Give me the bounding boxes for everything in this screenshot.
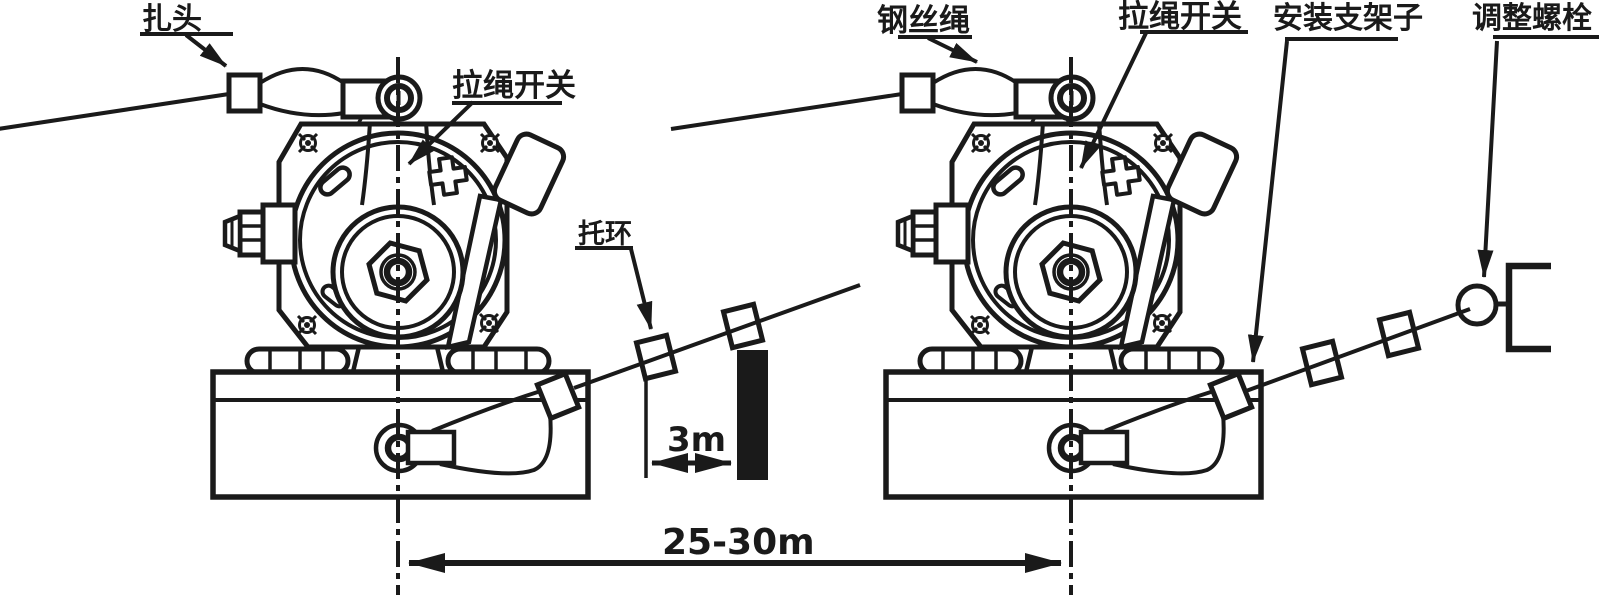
leader-clamp-head [140,32,233,66]
support-ring [1376,309,1422,359]
dimension-text-25-30m: 25-30m [662,522,815,563]
leader-adjusting-bolt [1484,35,1599,277]
label-pull-cord-switch-right: 拉绳开关 [1118,0,1242,35]
label-steel-wire-rope: 钢丝绳 [877,3,970,39]
leader-pull-cord-switch-left [409,100,562,164]
wire-rope-segment [1245,307,1471,393]
wall-post [737,350,768,480]
wire-rope-segment [573,283,861,390]
leader-lines [140,30,1599,362]
pull-cord-switch-left-drawing [0,57,588,595]
right-rope-and-adjusting-bolt [1245,262,1551,393]
support-ring [1299,338,1345,388]
left-rope-and-support-rings [573,283,861,480]
support-ring [720,301,766,351]
adjusting-bolt-ring [1455,283,1499,327]
label-clamp-head: 扎头 [142,2,202,37]
label-pull-cord-switch-left: 拉绳开关 [452,68,576,104]
leader-steel-wire-rope [898,37,977,62]
dimension-text-3m: 3m [667,420,726,460]
label-mounting-bracket: 安装支架子 [1273,1,1423,36]
leader-mounting-bracket [1253,37,1398,362]
label-adjusting-bolt: 调整螺栓 [1472,1,1592,36]
leader-support-ring [575,246,651,329]
label-support-ring: 托环 [578,219,632,250]
wall-bracket [1505,262,1551,353]
leader-pull-cord-switch-right [1081,30,1248,168]
